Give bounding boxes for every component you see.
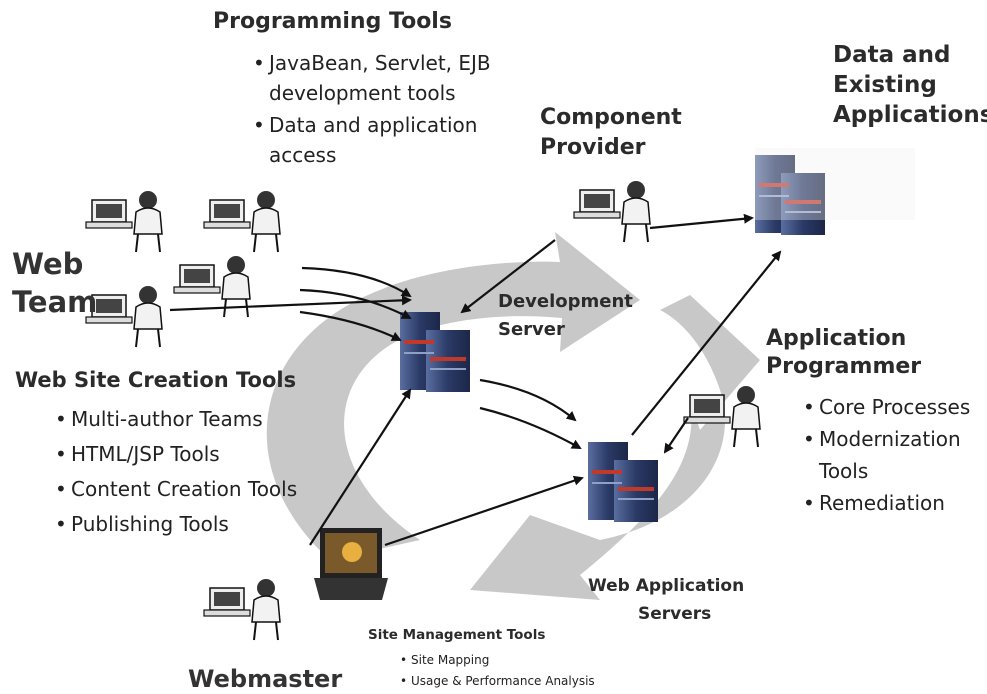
web-team-title: Web Team: [12, 247, 98, 319]
programming-tools-item: Data and application access: [253, 110, 503, 170]
site-management-tools-item: Site Mapping: [400, 650, 640, 671]
web-team-person-icon: [85, 285, 163, 348]
web-site-creation-tools-item: Content Creation Tools: [55, 472, 335, 507]
application-programmer-item: Core Processes: [803, 391, 983, 423]
web-team-person-icon: [203, 190, 281, 253]
web-site-creation-tools-title: Web Site Creation Tools: [15, 368, 297, 392]
component-provider-title: Component Provider: [540, 105, 682, 160]
webmaster-title: Webmaster: [188, 665, 343, 693]
programming-tools-item: JavaBean, Servlet, EJB development tools: [253, 48, 503, 108]
development-server-icon: [400, 312, 470, 392]
cycle-arrow: [266, 232, 760, 600]
laptop-icon: [314, 528, 388, 600]
web-app-server-icon: [588, 442, 658, 522]
web-application-servers-title: Web Application Servers: [588, 576, 745, 624]
application-programmer-item: Remediation: [803, 487, 983, 519]
development-server-title: Development Server: [498, 291, 633, 340]
data-existing-apps-title: Data and Existing Applications: [833, 42, 987, 128]
site-management-tools-title: Site Management Tools: [368, 627, 546, 643]
flow-arrows: [169, 213, 782, 547]
application-programmer-title: Application Programmer: [766, 326, 922, 379]
programming-tools-list: JavaBean, Servlet, EJB development tools…: [253, 48, 503, 170]
programming-tools-title: Programming Tools: [213, 9, 452, 34]
web-site-creation-tools-item: Multi-author Teams: [55, 402, 335, 437]
component-provider-person-icon: [573, 180, 651, 243]
web-site-creation-tools-list: Multi-author Teams HTML/JSP Tools Conten…: [55, 402, 335, 542]
web-site-creation-tools-item: HTML/JSP Tools: [55, 437, 335, 472]
webmaster-person-icon: [203, 578, 281, 641]
site-management-tools-list: Site Mapping Usage & Performance Analysi…: [400, 650, 640, 692]
web-team-person-icon: [85, 190, 163, 253]
application-programmer-list: Core Processes Modernization Tools Remed…: [803, 391, 983, 519]
application-programmer-item: Modernization Tools: [803, 423, 983, 487]
web-site-creation-tools-item: Publishing Tools: [55, 507, 335, 542]
site-management-tools-item: Usage & Performance Analysis: [400, 671, 640, 692]
